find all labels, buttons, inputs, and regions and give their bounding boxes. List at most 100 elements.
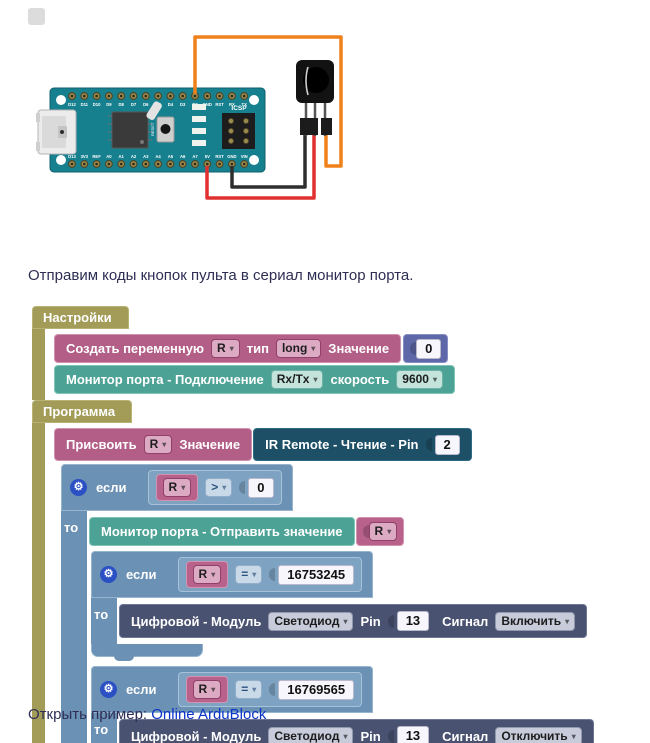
serial-send-block[interactable]: Монитор порта - Отправить значение	[89, 517, 355, 546]
open-example-label: Открыть пример:	[28, 706, 148, 723]
svg-text:RX: RX	[229, 102, 235, 107]
signal-dropdown[interactable]: Отключить	[495, 726, 582, 743]
serial-port-dropdown[interactable]: Rx/Tx	[270, 370, 324, 389]
svg-text:D4: D4	[168, 102, 174, 107]
if-label: если	[126, 682, 157, 697]
footer: Открыть пример: Online ArduBlock	[28, 706, 266, 723]
online-ardublock-link[interactable]: Online ArduBlock	[151, 706, 267, 723]
value-socket	[425, 438, 432, 451]
value-socket	[239, 481, 246, 494]
ir-remote-read-block[interactable]: IR Remote - Чтение - Pin 2	[253, 428, 472, 461]
microcontroller-chip	[108, 111, 152, 149]
if-block-on[interactable]: ⚙ если R = 16753245	[91, 551, 637, 661]
svg-text:D12: D12	[68, 102, 76, 107]
value-socket	[410, 342, 417, 355]
value-socket	[387, 729, 394, 743]
gear-icon[interactable]: ⚙	[100, 681, 117, 698]
variable-value-block[interactable]: R	[355, 517, 405, 546]
svg-text:GND: GND	[203, 102, 212, 107]
digital-module-block[interactable]: Цифровой - Модуль Светодиод Pin 13 Сигна…	[119, 604, 588, 638]
then-label: то	[94, 722, 109, 737]
number-field[interactable]: 0	[416, 338, 442, 359]
svg-text:D10: D10	[93, 102, 101, 107]
module-dropdown[interactable]: Светодиод	[268, 726, 354, 743]
svg-text:A2: A2	[131, 154, 137, 159]
assign-variable-block[interactable]: Присвоить R Значение	[54, 428, 253, 461]
operator-dropdown[interactable]: =	[235, 565, 263, 584]
variable-value-block[interactable]: R	[185, 676, 229, 703]
svg-text:D8: D8	[119, 102, 125, 107]
arduino-board: D12D11D10D9D8D7D6D5D4D3D2GNDRSTRXTX D133…	[49, 87, 266, 173]
operator-dropdown[interactable]: >	[205, 478, 233, 497]
svg-text:5V: 5V	[205, 154, 210, 159]
svg-text:D13: D13	[68, 154, 76, 159]
svg-text:GND: GND	[227, 154, 236, 159]
condition-slot: R = 16769565	[177, 672, 363, 707]
ardublock-workspace: Настройки Создать переменную R тип long …	[32, 306, 637, 743]
condition-value-field[interactable]: 16753245	[278, 564, 355, 585]
number-value-block[interactable]: 0	[403, 334, 449, 363]
variable-value-block[interactable]: R	[155, 474, 199, 501]
value-socket	[269, 568, 276, 581]
svg-text:VIN: VIN	[241, 154, 248, 159]
svg-text:A1: A1	[119, 154, 125, 159]
serial-connect-block[interactable]: Монитор порта - Подключение Rx/Tx скорос…	[54, 365, 455, 394]
digital-module-block[interactable]: Цифровой - Модуль Светодиод Pin 13 Сигна…	[119, 719, 594, 743]
pin-field[interactable]: 13	[396, 611, 430, 631]
ir-pin-field[interactable]: 2	[434, 434, 460, 455]
gear-icon[interactable]: ⚙	[100, 566, 117, 583]
then-label: то	[94, 607, 109, 622]
svg-text:D7: D7	[131, 102, 137, 107]
page-marker	[28, 8, 45, 25]
if-label: если	[126, 567, 157, 582]
operator-dropdown[interactable]: =	[235, 680, 263, 699]
reset-button: RESET	[150, 116, 175, 143]
svg-text:TX: TX	[242, 102, 248, 107]
value-socket	[269, 683, 276, 696]
condition-value-field[interactable]: 0	[248, 477, 274, 498]
svg-text:3V3: 3V3	[81, 154, 89, 159]
settings-wrap-block[interactable]: Настройки Создать переменную R тип long …	[32, 306, 637, 400]
serial-speed-dropdown[interactable]: 9600	[396, 370, 443, 389]
svg-text:ICSP: ICSP	[231, 105, 247, 112]
condition-slot: R = 16753245	[177, 557, 363, 592]
usb-connector	[36, 109, 77, 155]
icsp-header: ICSP	[222, 105, 255, 149]
svg-text:A7: A7	[192, 154, 198, 159]
assign-variable-dropdown[interactable]: R	[143, 435, 173, 454]
pin-field[interactable]: 13	[396, 726, 430, 743]
if-label: если	[96, 480, 127, 495]
signal-dropdown[interactable]: Включить	[495, 611, 576, 631]
variable-type-dropdown[interactable]: long	[275, 339, 322, 358]
crystal	[146, 101, 162, 120]
value-socket	[362, 525, 369, 538]
svg-text:RST: RST	[215, 102, 224, 107]
wire-signal-orange	[193, 35, 343, 168]
svg-text:RST: RST	[215, 154, 224, 159]
circuit-diagram: D12D11D10D9D8D7D6D5D4D3D2GNDRSTRXTX D133…	[28, 8, 343, 200]
program-header[interactable]: Программа	[32, 400, 133, 423]
status-leds	[192, 104, 206, 146]
variable-name-dropdown[interactable]: R	[211, 339, 240, 358]
settings-header[interactable]: Настройки	[32, 306, 129, 329]
gear-icon[interactable]: ⚙	[70, 479, 87, 496]
wire-power-red	[205, 132, 316, 200]
if-block-foot	[91, 644, 203, 661]
variable-value-block[interactable]: R	[185, 561, 229, 588]
create-variable-block[interactable]: Создать переменную R тип long Значение	[54, 334, 402, 363]
svg-text:D9: D9	[106, 102, 112, 107]
condition-value-field[interactable]: 16769565	[278, 679, 355, 700]
svg-text:A3: A3	[143, 154, 149, 159]
pin-row-top: D12D11D10D9D8D7D6D5D4D3D2GNDRSTRXTX	[68, 92, 249, 107]
svg-text:RESET: RESET	[150, 122, 155, 136]
svg-text:A4: A4	[155, 154, 161, 159]
if-block-outer[interactable]: ⚙ если R > 0 то	[61, 464, 637, 743]
program-wrap-block[interactable]: Программа Присвоить R Значение IR Remote…	[32, 400, 637, 743]
condition-slot: R > 0	[147, 470, 282, 505]
svg-text:D6: D6	[143, 102, 149, 107]
module-dropdown[interactable]: Светодиод	[268, 611, 354, 631]
wire-ground-black	[230, 132, 307, 189]
if-block-off[interactable]: ⚙ если R = 16769565	[91, 666, 637, 743]
value-socket	[387, 614, 394, 628]
